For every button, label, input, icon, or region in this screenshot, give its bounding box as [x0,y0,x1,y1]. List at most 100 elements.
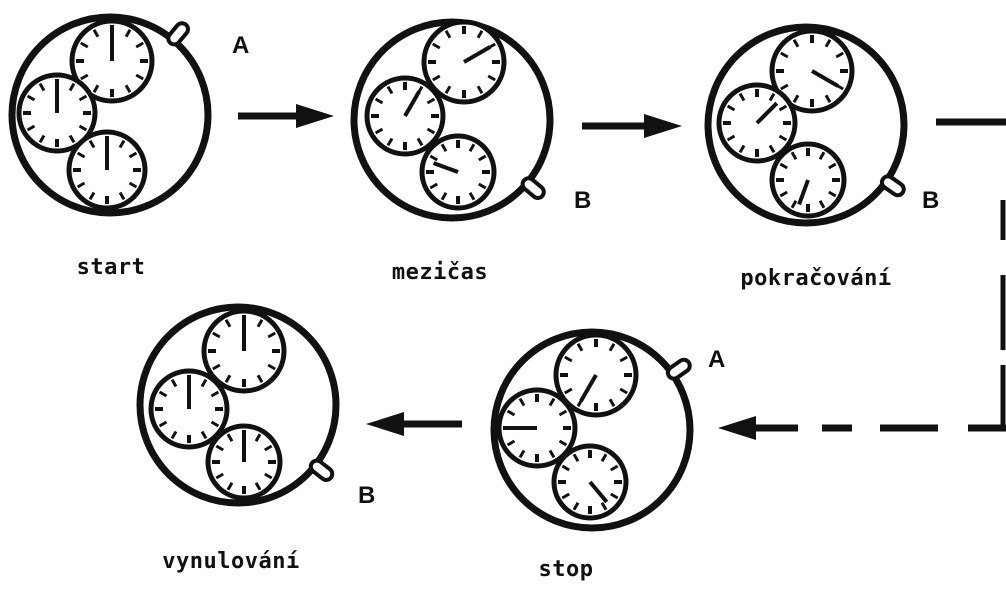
dial-tick [416,137,424,147]
dial-tick [726,104,736,112]
dial-hand [588,480,609,504]
dial-tick [200,378,208,388]
watch-stop [490,328,694,532]
dial-tick [779,162,788,170]
subdial-left [148,368,230,450]
dial-tick [92,29,100,38]
dial-tick [210,420,220,428]
dial-tick [88,139,96,149]
dial-tick [210,390,220,398]
subdial-bottom [205,423,283,501]
dial-tick [226,482,234,491]
dial-hand [755,101,779,125]
dial-tick [738,144,746,154]
dial-tick [212,363,221,371]
dial-tick [226,433,234,442]
dial-tick [135,41,144,49]
dial-tick [170,378,178,388]
dial-tick [80,73,89,81]
dial-tick [790,200,798,209]
dial-tick [68,134,76,144]
watch-body [704,23,908,227]
dial-tick [78,94,88,102]
button-letter-stop: A [708,346,726,373]
dial-tick [468,143,476,152]
dial-tick [429,182,438,190]
dial-tick [158,390,168,398]
watch-body [136,303,340,507]
dial-tick [768,92,776,102]
dial-tick [444,85,452,94]
dial-tick [264,444,273,452]
dial-tick [478,182,487,190]
dial-tick [558,439,568,447]
dial-tick [476,85,484,94]
dial-tick [170,430,178,440]
dial-tick [828,190,837,198]
subdial-top [201,308,287,394]
dial-tick [386,85,394,95]
button-letter-mezicas: B [574,187,592,214]
dial-tick [506,409,516,417]
step-label-vynulovani: vynulování [162,549,300,574]
dial-tick [768,144,776,154]
dial-tick [780,83,789,91]
step-label-pokracovani: pokračování [740,266,892,291]
crown-button [166,21,190,47]
dial-tick [432,74,441,82]
subdial-left [496,387,578,469]
watch-body [490,328,694,532]
dial-hand [463,45,491,64]
dial-tick [619,355,628,363]
dial-hand [403,90,421,117]
dial-tick [824,39,832,48]
subdial-bottom [419,133,497,211]
dial-tick [26,94,36,102]
dial-tick [558,409,568,417]
dial-tick [779,190,788,198]
dial-tick [254,482,262,491]
dial-tick [506,439,516,447]
dial-tick [124,29,132,38]
dial-tick [38,82,46,92]
dial-tick [158,420,168,428]
dial-tick [738,92,746,102]
dial-tick [128,181,138,189]
dial-tick [432,42,441,50]
dial-tick [518,397,526,407]
dial-tick [26,124,36,132]
dial-tick [440,143,448,152]
subdial-top [69,18,155,104]
dial-tick [224,374,232,383]
dial-tick [374,127,384,135]
dial-tick [267,331,276,339]
subdial-top [421,19,507,105]
dial-tick [264,472,273,480]
dial-tick [38,134,46,144]
dial-tick [200,430,208,440]
arrow-mezicas-to-pokracovani [582,114,682,138]
dial-tick [215,444,224,452]
dial-tick [426,127,436,135]
dial-tick [426,97,436,105]
dial-tick [256,374,264,383]
button-letter-pokracovani: B [922,187,940,214]
dial-hand [432,161,459,174]
dial-tick [80,41,89,49]
dial-tick [790,151,798,160]
dashed-arrow-pokracovani-to-stop [718,118,1006,440]
dial-tick [267,363,276,371]
dial-tick [608,398,616,407]
watch-pokracovani [704,23,908,227]
dial-tick [374,97,384,105]
dial-tick [118,191,126,201]
arrow-stop-to-vynulovani [366,412,462,436]
dial-tick [792,39,800,48]
dial-tick [778,104,788,112]
dial-tick [561,492,570,500]
dial-tick [610,464,619,472]
subdial-bottom [551,443,629,521]
dial-tick [548,397,556,407]
watch-vynulovani [136,303,340,507]
